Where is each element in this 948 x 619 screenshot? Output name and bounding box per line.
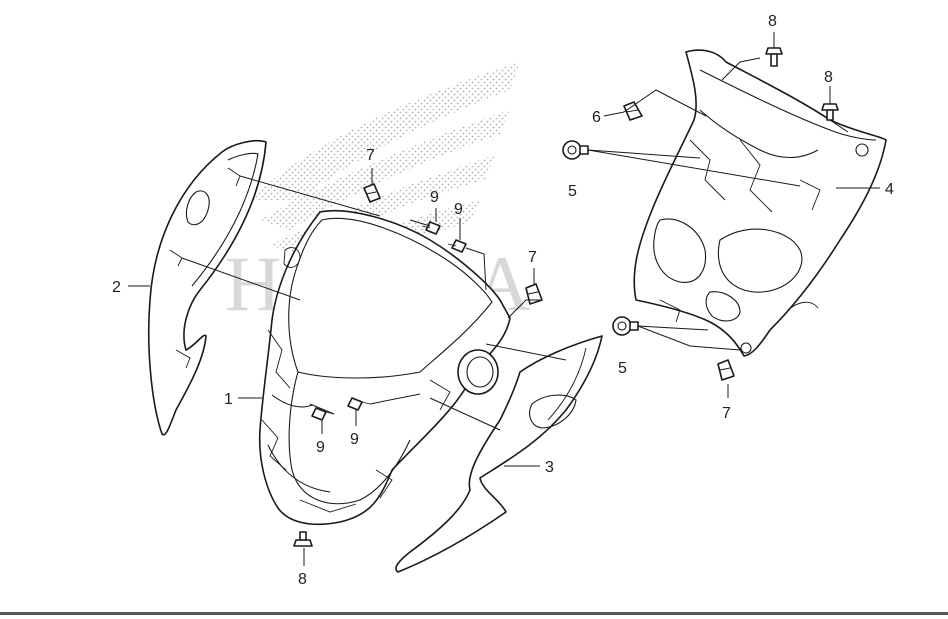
callout-5-lower: 5 bbox=[618, 360, 627, 377]
callout-9-d: 9 bbox=[350, 431, 359, 448]
screw-8-top bbox=[765, 47, 783, 67]
page-bottom-rule bbox=[0, 612, 948, 615]
callout-2: 2 bbox=[112, 279, 121, 296]
screw-8-right bbox=[821, 103, 839, 121]
callout-1: 1 bbox=[224, 391, 233, 408]
clip-6 bbox=[623, 101, 643, 121]
callout-8-top: 8 bbox=[768, 13, 777, 30]
callout-7-right: 7 bbox=[722, 405, 731, 422]
callout-4: 4 bbox=[885, 181, 894, 198]
callout-8-right: 8 bbox=[824, 69, 833, 86]
collar-nut-5-lower bbox=[612, 316, 639, 336]
callout-9-b: 9 bbox=[454, 201, 463, 218]
callout-9-a: 9 bbox=[430, 189, 439, 206]
clip-7-upper-left bbox=[363, 183, 381, 203]
callout-numbers: 1 2 3 4 5 5 6 7 7 7 8 8 8 9 9 9 9 bbox=[112, 13, 894, 588]
clip-7-right bbox=[717, 359, 735, 381]
screw-8-bottom bbox=[293, 531, 313, 547]
part-1-front-cowl bbox=[258, 209, 511, 526]
callout-6: 6 bbox=[592, 109, 601, 126]
part-3-right-side-cover bbox=[395, 335, 603, 573]
leader-lines bbox=[128, 32, 880, 566]
collar-nut-5-upper bbox=[562, 140, 589, 160]
callout-5-upper: 5 bbox=[568, 183, 577, 200]
callout-8-bottom: 8 bbox=[298, 571, 307, 588]
screw-9-d bbox=[347, 397, 371, 411]
part-4-inner-panel bbox=[633, 49, 887, 357]
screw-9-b bbox=[447, 239, 467, 253]
callout-7-upper-left: 7 bbox=[366, 147, 375, 164]
callout-7-center: 7 bbox=[528, 249, 537, 266]
callout-3: 3 bbox=[545, 459, 554, 476]
screw-9-a bbox=[421, 221, 441, 235]
part-2-left-side-cover bbox=[147, 139, 267, 436]
callout-9-c: 9 bbox=[316, 439, 325, 456]
